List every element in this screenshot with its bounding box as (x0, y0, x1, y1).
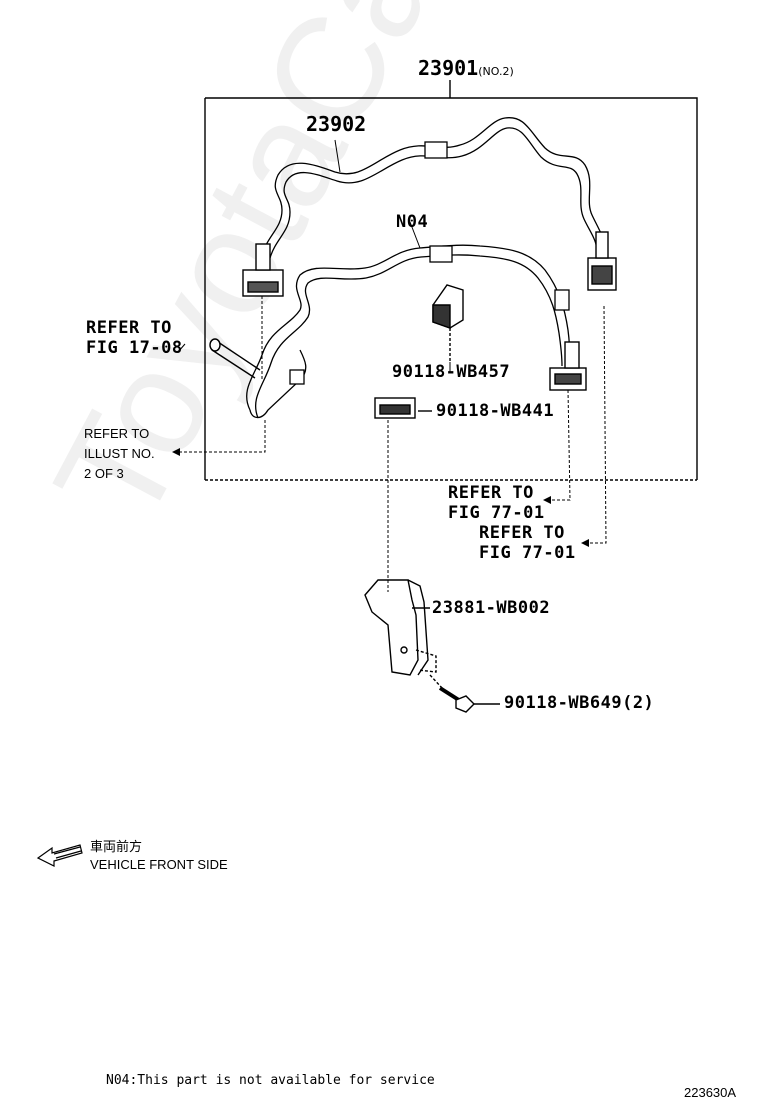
ref-fig-77-01-b: REFER TO FIG 77-01 (479, 523, 576, 563)
footnote: N04:This part is not available for servi… (106, 1073, 435, 1088)
connector-left (242, 243, 284, 297)
part-label-clamp-wb441: 90118-WB441 (436, 401, 555, 421)
assembly-box (204, 80, 698, 481)
part-label-n04: N04 (396, 212, 429, 232)
ref-fig-17-08: REFER TO FIG 17-08 (86, 318, 183, 358)
bolt-wb649 (429, 674, 500, 713)
ref-illust: REFER TO ILLUST NO. 2 OF 3 (84, 426, 155, 481)
ref-fig-77-01-a: REFER TO FIG 77-01 (448, 483, 545, 523)
pipe-stub (209, 338, 261, 379)
connector-right (587, 231, 617, 291)
clamp-wb441 (374, 397, 432, 419)
vehicle-front-arrow-icon (36, 844, 83, 867)
leader-lines (175, 296, 607, 592)
connector-lower-right (549, 341, 587, 391)
clamp-wb457 (432, 284, 464, 362)
hose-23902 (261, 117, 606, 259)
assembly-number: 23901(NO.2) (418, 56, 514, 80)
part-label-bolt: 90118-WB649(2) (504, 693, 655, 713)
part-label-bracket: 23881-WB002 (432, 598, 551, 618)
arrowheads (172, 448, 589, 547)
hose-n04 (246, 221, 571, 419)
orientation-label: 車両前方 VEHICLE FRONT SIDE (90, 839, 228, 872)
diagram-id: 223630A (684, 1085, 737, 1100)
part-label-23902: 23902 (306, 112, 367, 136)
part-label-clamp-wb457: 90118-WB457 (392, 362, 511, 382)
bracket-wb002 (364, 579, 437, 676)
